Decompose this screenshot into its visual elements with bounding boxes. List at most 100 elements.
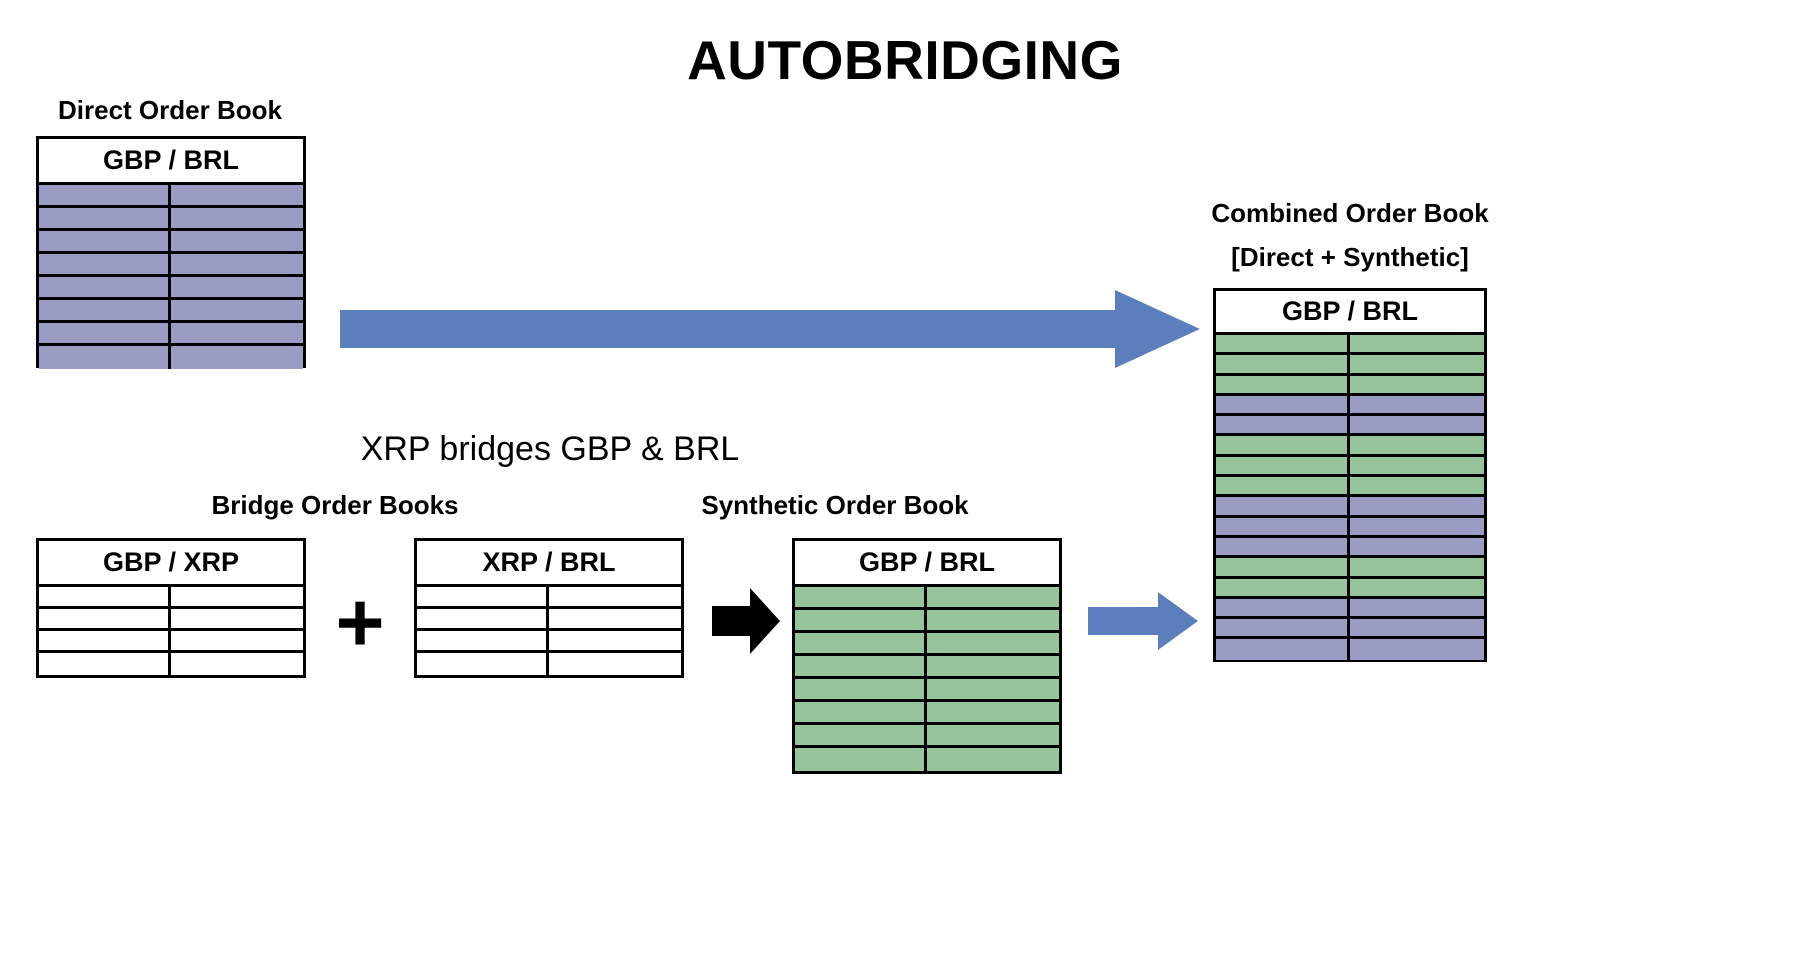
direct-order-book-row bbox=[39, 323, 303, 346]
bridge-order-book-xrp-brl-cell-ask bbox=[549, 587, 681, 606]
synthetic-order-book-cell-ask bbox=[927, 679, 1059, 699]
bridge-order-book-gbp-xrp-cell-ask bbox=[171, 653, 303, 675]
combined-order-book-row bbox=[1216, 436, 1484, 457]
combined-order-book-rows bbox=[1216, 335, 1484, 660]
combined-order-book-cell-ask bbox=[1350, 538, 1484, 555]
combined-order-book-cell-bid bbox=[1216, 375, 1350, 393]
direct-order-book-cell-bid bbox=[39, 208, 171, 228]
synthetic-order-book-row bbox=[795, 679, 1059, 702]
combined-order-book-cell-bid bbox=[1216, 558, 1350, 576]
combined-order-book-caption-line2: [Direct + Synthetic] bbox=[1231, 242, 1469, 272]
synthetic-order-book-row bbox=[795, 587, 1059, 610]
combined-order-book-cell-bid bbox=[1216, 497, 1350, 515]
bridge-order-book-xrp-brl-cell-bid bbox=[417, 609, 549, 628]
direct-order-book-row bbox=[39, 300, 303, 323]
bridge-order-book-xrp-brl-row bbox=[417, 609, 681, 631]
combined-order-book-cell-ask bbox=[1350, 639, 1484, 659]
bridge-order-book-gbp-xrp-rows bbox=[39, 587, 303, 675]
bridge-order-book-gbp-xrp-cell-bid bbox=[39, 653, 171, 675]
combined-order-book-cell-bid bbox=[1216, 639, 1350, 660]
combined-order-book-caption-line1: Combined Order Book bbox=[1211, 198, 1489, 228]
combined-order-book-row bbox=[1216, 537, 1484, 559]
bridge-order-book-xrp-brl-row bbox=[417, 631, 681, 653]
combined-order-book-cell-bid bbox=[1216, 578, 1350, 596]
direct-order-book-caption: Direct Order Book bbox=[58, 95, 282, 125]
synthetic-order-book-cell-ask bbox=[927, 725, 1059, 745]
combined-order-book-cell-ask bbox=[1350, 396, 1484, 413]
bridge-order-book-gbp-xrp-row bbox=[39, 631, 303, 653]
bridge-order-book-xrp-brl-cell-ask bbox=[549, 609, 681, 628]
direct-order-book-cell-bid bbox=[39, 185, 171, 205]
synthetic-order-book-cell-ask bbox=[927, 587, 1059, 607]
bridge-order-book-xrp-brl-cell-bid bbox=[417, 653, 549, 675]
direct-order-book-cell-ask bbox=[171, 277, 303, 297]
combined-order-book-cell-ask bbox=[1350, 579, 1484, 596]
bridge-order-book-xrp-brl-rows bbox=[417, 587, 681, 675]
combined-order-book-cell-bid bbox=[1216, 477, 1350, 495]
direct-order-book-cell-bid bbox=[39, 346, 171, 369]
arrow-synthetic-to-combined bbox=[1088, 592, 1198, 650]
synthetic-order-book-cell-bid bbox=[795, 633, 927, 653]
synthetic-order-book-row bbox=[795, 610, 1059, 633]
combined-order-book-cell-bid bbox=[1216, 619, 1350, 637]
bridge-order-book-gbp-xrp-cell-bid bbox=[39, 631, 171, 650]
synthetic-order-book-row bbox=[795, 656, 1059, 679]
combined-order-book-cell-ask bbox=[1350, 376, 1484, 393]
bridge-order-book-gbp-xrp-row bbox=[39, 587, 303, 609]
synthetic-order-book-cell-ask bbox=[927, 633, 1059, 653]
combined-order-book-row bbox=[1216, 578, 1484, 599]
page-title: AUTOBRIDGING bbox=[687, 29, 1123, 91]
combined-order-book-row bbox=[1216, 416, 1484, 437]
synthetic-order-book-caption: Synthetic Order Book bbox=[701, 490, 969, 520]
synthetic-order-book-cell-ask bbox=[927, 748, 1059, 771]
arrow-direct-to-combined bbox=[340, 290, 1200, 368]
direct-order-book-rows bbox=[39, 185, 303, 369]
synthetic-order-book-cell-bid bbox=[795, 748, 927, 771]
direct-order-book-cell-ask bbox=[171, 323, 303, 343]
bridge-order-book-gbp-xrp: GBP / XRP bbox=[36, 538, 306, 678]
bridge-order-book-gbp-xrp-cell-bid bbox=[39, 587, 171, 606]
direct-order-book-header: GBP / BRL bbox=[39, 139, 303, 185]
direct-order-book-cell-bid bbox=[39, 254, 171, 274]
synthetic-order-book-row bbox=[795, 725, 1059, 748]
synthetic-order-book-cell-ask bbox=[927, 656, 1059, 676]
combined-order-book-cell-ask bbox=[1350, 416, 1484, 433]
combined-order-book-row bbox=[1216, 335, 1484, 356]
arrow-bridge-to-synthetic bbox=[712, 588, 780, 654]
direct-order-book-row bbox=[39, 346, 303, 369]
combined-order-book-cell-ask bbox=[1350, 558, 1484, 575]
bridge-order-book-gbp-xrp-header: GBP / XRP bbox=[39, 541, 303, 587]
combined-order-book-cell-bid bbox=[1216, 456, 1350, 475]
bridge-order-book-gbp-xrp-row bbox=[39, 653, 303, 675]
direct-order-book-cell-ask bbox=[171, 254, 303, 274]
direct-order-book-cell-ask bbox=[171, 300, 303, 320]
combined-order-book-cell-ask bbox=[1350, 335, 1484, 352]
combined-order-book-cell-bid bbox=[1216, 355, 1350, 373]
bridge-order-books-caption: Bridge Order Books bbox=[211, 490, 459, 520]
combined-order-book-cell-bid bbox=[1216, 598, 1350, 617]
direct-order-book-table: GBP / BRL bbox=[36, 136, 306, 369]
synthetic-order-book-cell-bid bbox=[795, 725, 927, 745]
synthetic-order-book-cell-bid bbox=[795, 656, 927, 676]
bridge-order-book-xrp-brl-row bbox=[417, 653, 681, 675]
bridge-order-book-xrp-brl-row bbox=[417, 587, 681, 609]
direct-order-book-cell-ask bbox=[171, 208, 303, 228]
bridge-subhead: XRP bridges GBP & BRL bbox=[360, 430, 740, 468]
synthetic-order-book-cell-bid bbox=[795, 587, 927, 607]
combined-order-book-cell-bid bbox=[1216, 395, 1350, 414]
direct-order-book-row bbox=[39, 254, 303, 277]
combined-order-book-row bbox=[1216, 517, 1484, 538]
combined-order-book-row bbox=[1216, 598, 1484, 620]
direct-order-book-row bbox=[39, 231, 303, 254]
combined-order-book-table: GBP / BRL bbox=[1213, 288, 1487, 662]
synthetic-order-book-table: GBP / BRL bbox=[792, 538, 1062, 774]
combined-order-book-cell-bid bbox=[1216, 436, 1350, 454]
combined-order-book-header: GBP / BRL bbox=[1216, 291, 1484, 335]
bridge-order-book-xrp-brl-cell-bid bbox=[417, 587, 549, 606]
combined-order-book-row bbox=[1216, 619, 1484, 640]
synthetic-order-book-cell-bid bbox=[795, 610, 927, 630]
bridge-order-book-xrp-brl-cell-ask bbox=[549, 631, 681, 650]
combined-order-book-cell-ask bbox=[1350, 497, 1484, 514]
bridge-order-book-xrp-brl: XRP / BRL bbox=[414, 538, 684, 678]
